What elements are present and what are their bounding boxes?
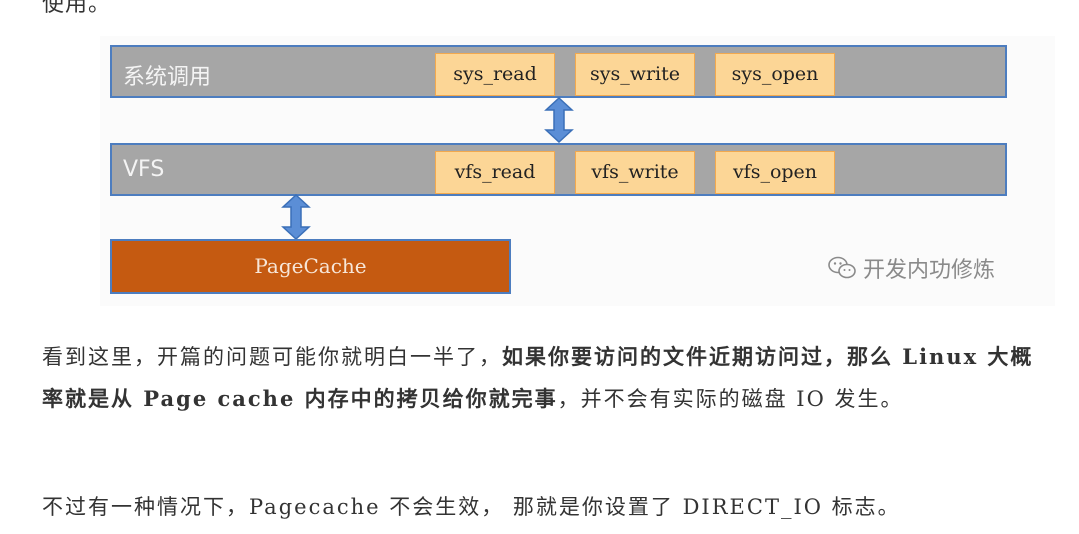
watermark-text: 开发内功修炼: [863, 258, 996, 283]
paragraph1-text-a: 看到这里，开篇的问题可能你就明白一半了，: [42, 345, 502, 369]
vfs-write-box: vfs_write: [575, 151, 695, 194]
sys-write-box: sys_write: [575, 53, 695, 96]
wechat-icon: [828, 256, 856, 279]
double-arrow-icon: [281, 194, 311, 240]
syscall-layer-label: 系统调用: [123, 65, 212, 90]
double-arrow-icon: [544, 97, 574, 143]
vfs-read-box: vfs_read: [435, 151, 555, 194]
sys-read-box: sys_read: [435, 53, 555, 96]
io-stack-diagram: 系统调用 sys_read sys_write sys_open VFS vfs…: [100, 36, 1055, 306]
vfs-open-box: vfs_open: [715, 151, 835, 194]
paragraph1-bold: 如果你要访问的文件近期访问过，那么 Linux 大概率就是从 Page cach…: [42, 344, 1034, 411]
paragraph1-text-b: ，并不会有实际的磁盘 IO 发生。: [557, 387, 904, 411]
sys-open-box: sys_open: [715, 53, 835, 96]
watermark: 开发内功修炼: [827, 252, 995, 284]
top-text-fragment: 使用。: [42, 0, 112, 17]
vfs-layer: VFS vfs_read vfs_write vfs_open: [110, 143, 1007, 196]
syscall-layer: 系统调用 sys_read sys_write sys_open: [110, 45, 1007, 98]
vfs-layer-label: VFS: [123, 157, 165, 182]
paragraph-pagecache-explanation: 看到这里，开篇的问题可能你就明白一半了，如果你要访问的文件近期访问过，那么 Li…: [42, 336, 1054, 420]
paragraph-direct-io: 不过有一种情况下，Pagecache 不会生效， 那就是你设置了 DIRECT_…: [42, 495, 901, 519]
pagecache-box: PageCache: [110, 239, 511, 294]
